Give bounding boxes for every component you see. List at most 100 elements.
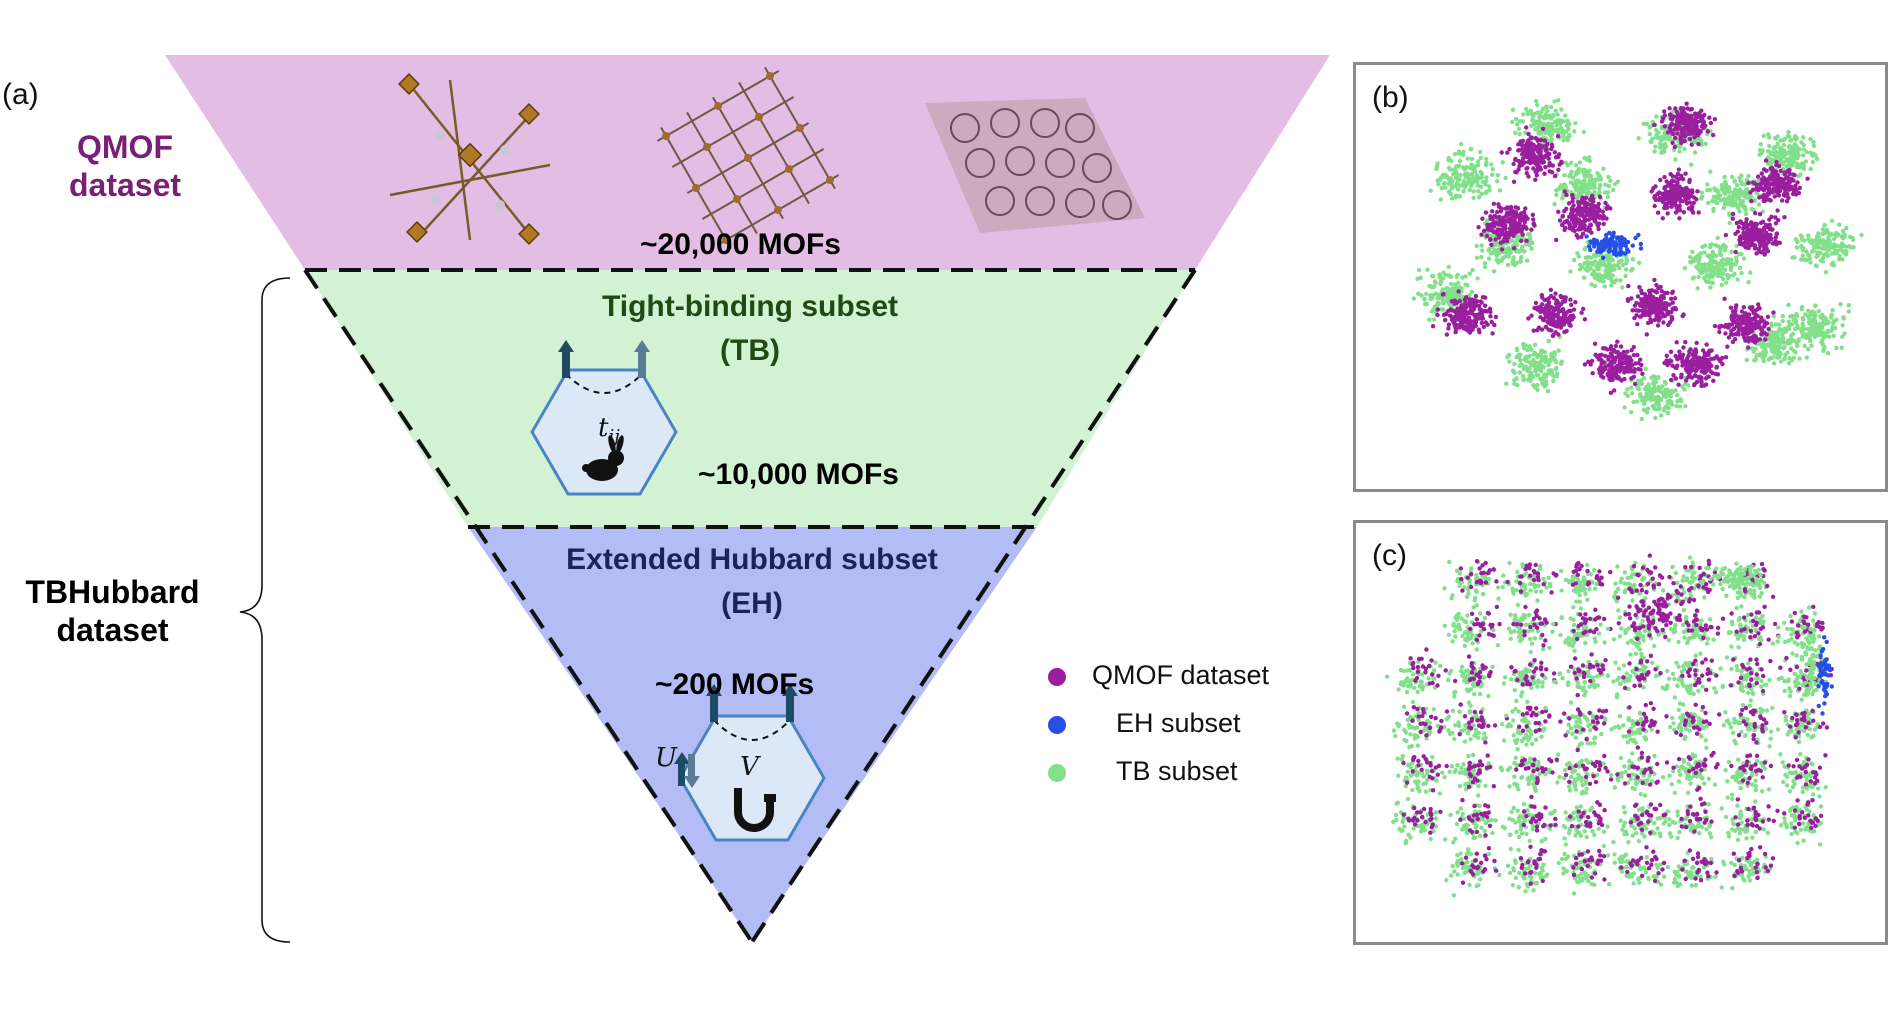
scatter-point xyxy=(1410,787,1415,793)
scatter-point xyxy=(1764,321,1770,326)
scatter-point xyxy=(1723,262,1729,267)
scatter-point xyxy=(1418,721,1423,726)
scatter-point xyxy=(1446,264,1451,270)
scatter-point xyxy=(1763,348,1768,353)
scatter-point xyxy=(1476,195,1482,200)
scatter-point xyxy=(1804,355,1809,360)
scatter-point xyxy=(1467,310,1472,315)
scatter-point xyxy=(1466,591,1471,596)
legend-swatch xyxy=(1048,764,1066,782)
scatter-point xyxy=(1818,258,1823,263)
scatter-point xyxy=(1600,243,1606,248)
scatter-point xyxy=(1780,314,1785,319)
scatter-point xyxy=(1521,210,1527,215)
scatter-point xyxy=(1676,382,1681,387)
scatter-point xyxy=(1662,387,1668,393)
scatter-point xyxy=(1593,241,1598,246)
scatter-point xyxy=(1606,357,1611,362)
scatter-point xyxy=(1673,106,1678,111)
scatter-point xyxy=(1609,373,1614,378)
scatter-point xyxy=(1808,166,1813,172)
scatter-point xyxy=(1771,158,1776,163)
scatter-point xyxy=(1611,233,1616,239)
scatter-point xyxy=(1474,243,1479,249)
scatter-point xyxy=(1406,667,1412,673)
scatter-point xyxy=(1474,603,1479,608)
scatter-point xyxy=(1761,133,1766,139)
scatter-point xyxy=(1415,786,1420,791)
scatter-point xyxy=(1427,663,1432,669)
scatter-point xyxy=(1641,375,1647,381)
scatter-point xyxy=(1492,224,1497,229)
scatter-point xyxy=(1821,252,1827,258)
scatter-point xyxy=(1670,300,1675,305)
scatter-point xyxy=(1597,215,1602,220)
scatter-point xyxy=(1763,184,1768,190)
scatter-point xyxy=(1746,173,1751,179)
scatter-point xyxy=(1578,222,1583,227)
scatter-point xyxy=(1547,169,1552,174)
scatter-point xyxy=(1391,728,1397,733)
scatter-point xyxy=(1695,286,1700,291)
scatter-point xyxy=(1797,356,1802,361)
scatter-point xyxy=(1572,223,1578,229)
scatter-point xyxy=(1674,392,1680,398)
scatter-point xyxy=(1723,322,1729,328)
scatter-point xyxy=(1753,211,1758,216)
scatter-point xyxy=(1446,155,1451,161)
scatter-point xyxy=(1479,232,1484,237)
scatter-point xyxy=(1790,331,1796,337)
scatter-point xyxy=(1484,175,1489,180)
scatter-point xyxy=(1559,294,1564,300)
scatter-point xyxy=(1773,322,1779,327)
scatter-point xyxy=(1636,260,1642,265)
scatter-point xyxy=(1566,121,1572,126)
scatter-point xyxy=(1420,825,1426,830)
scatter-point xyxy=(1606,239,1612,244)
scatter-point xyxy=(1519,213,1524,218)
scatter-point xyxy=(1412,815,1417,821)
legend-label: TB subset xyxy=(1116,756,1238,786)
scatter-point xyxy=(1535,361,1540,366)
scatter-point xyxy=(1531,328,1536,333)
scatter-point xyxy=(1770,349,1775,354)
scatter-point xyxy=(1405,717,1411,723)
scatter-point xyxy=(1837,222,1842,227)
scatter-point xyxy=(1672,144,1677,150)
scatter-point xyxy=(1748,270,1753,275)
scatter-point xyxy=(1712,117,1718,122)
scatter-point xyxy=(1635,352,1640,358)
scatter-point xyxy=(1507,146,1512,152)
scatter-point xyxy=(1796,190,1802,196)
scatter-point xyxy=(1754,251,1759,256)
scatter-point xyxy=(1810,159,1816,165)
scatter-point xyxy=(1415,818,1420,823)
scatter-point xyxy=(1474,589,1479,595)
scatter-point xyxy=(1756,178,1761,184)
eh-hubbard-hexagon xyxy=(674,684,826,842)
scatter-point xyxy=(1673,193,1679,198)
scatter-point xyxy=(1782,185,1787,191)
scatter-point xyxy=(1669,121,1675,126)
scatter-point xyxy=(1719,282,1724,288)
scatter-point xyxy=(1562,189,1567,194)
scatter-point xyxy=(1522,346,1527,351)
scatter-point xyxy=(1744,357,1749,363)
scatter-point xyxy=(1479,320,1484,326)
scatter-point xyxy=(1523,149,1528,154)
scatter-point xyxy=(1488,309,1493,315)
scatter-point xyxy=(1517,363,1522,368)
scatter-point xyxy=(1673,353,1678,359)
scatter-point xyxy=(1672,296,1678,301)
scatter-point xyxy=(1609,353,1615,358)
scatter-point xyxy=(1668,116,1674,122)
scatter-point xyxy=(1459,286,1464,291)
scatter-point xyxy=(1435,683,1440,688)
scatter-point xyxy=(1613,343,1619,349)
scatter-point xyxy=(1489,319,1494,325)
scatter-point xyxy=(1543,164,1548,170)
scatter-point xyxy=(1656,401,1661,406)
scatter-point xyxy=(1427,774,1432,779)
scatter-point xyxy=(1468,584,1474,590)
scatter-point xyxy=(1840,334,1845,339)
